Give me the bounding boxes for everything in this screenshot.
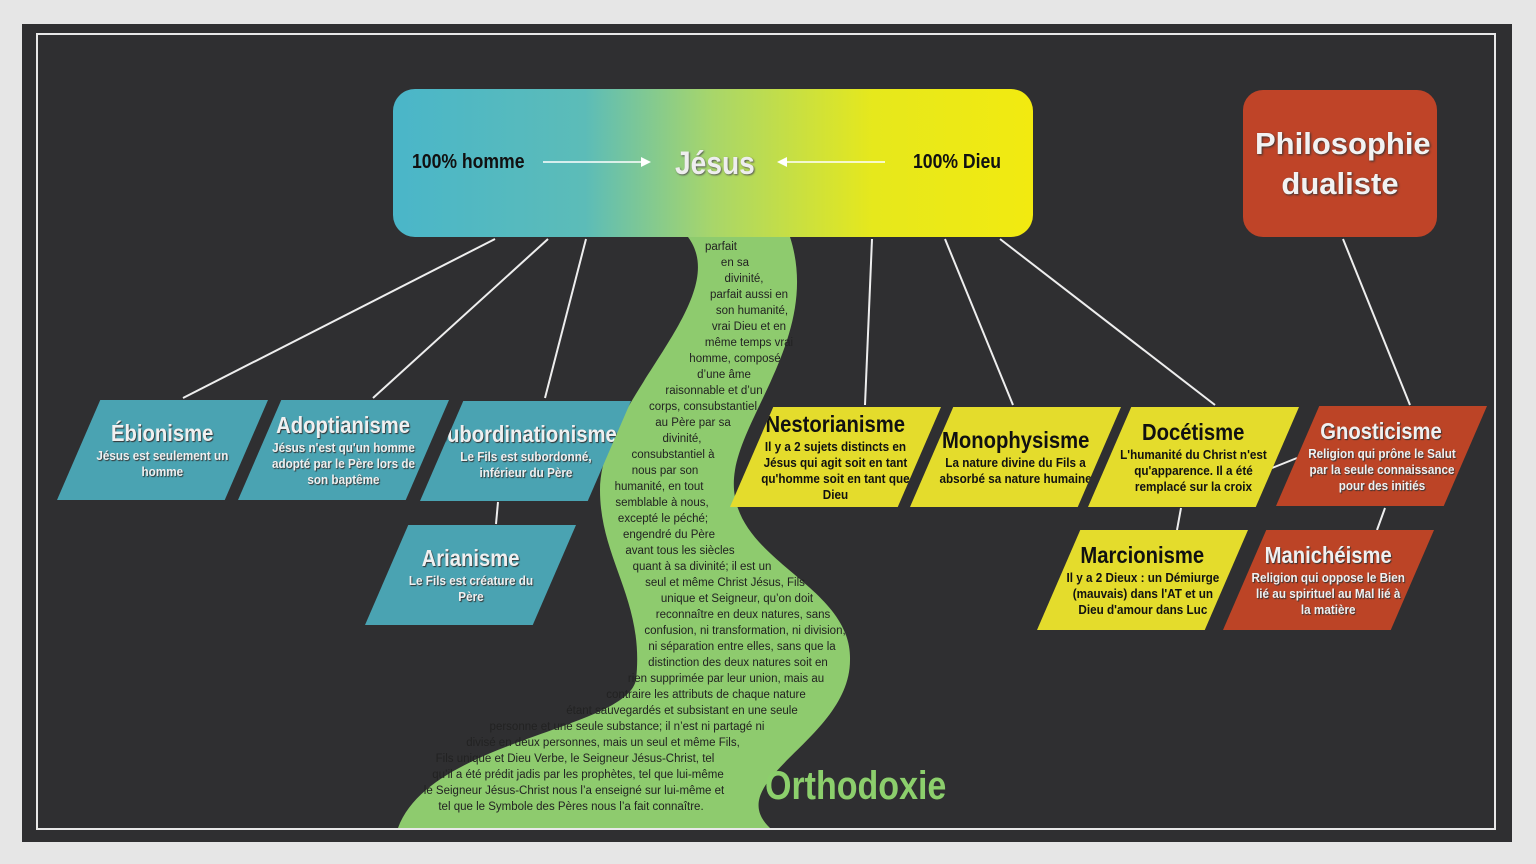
orthodoxy-text-line: humanité, en tout	[614, 481, 704, 493]
marcionisme-title: Marcionisme	[1080, 542, 1205, 568]
docetisme-title: Docétisme	[1142, 419, 1245, 445]
description-line: Il y a 2 Dieux : un Démiurge	[1066, 570, 1219, 585]
orthodoxy-ribbon	[398, 237, 851, 828]
label-100-dieu: 100% Dieu	[913, 151, 1002, 173]
orthodoxy-text-line: unique et Seigneur, qu’on doit	[660, 593, 814, 605]
jesus-title-box: 100% homme Jésus 100% Dieu	[393, 89, 1033, 237]
orthodoxy-text-line: divisé en deux personnes, mais un seul e…	[466, 737, 740, 749]
description-line: Jésus n'est qu'un homme	[272, 440, 415, 455]
philosophie-dualiste-box: Philosophie dualiste	[1243, 90, 1437, 237]
description-line: La nature divine du Fils a	[945, 455, 1086, 470]
orthodoxy-text-line: contraire les attributs de chaque nature	[606, 689, 806, 701]
orthodoxy-text-line: son humanité,	[715, 305, 789, 317]
orthodoxy-text-line: le Seigneur Jésus-Christ nous l’a enseig…	[423, 785, 725, 797]
orthodoxy-text-line: divinité,	[724, 273, 764, 285]
description-line: Le Fils est créature du	[408, 573, 533, 588]
description-line: Il y a 2 sujets distincts en	[764, 439, 907, 454]
arianisme-title: Arianisme	[421, 545, 520, 571]
orthodoxy-text-line: Fils unique et Dieu Verbe, le Seigneur J…	[435, 753, 715, 765]
orthodoxy-text-line: en sa	[720, 257, 750, 269]
description-line: lié au spirituel au Mal lié à	[1256, 586, 1401, 601]
description-line: L'humanité du Christ n'est	[1120, 447, 1267, 462]
description-line: pour des initiés	[1338, 478, 1425, 493]
description-line: qu'apparence. Il a été	[1134, 463, 1253, 478]
orthodoxy-text-line: au Père par sa	[655, 417, 731, 429]
description-line: homme	[141, 464, 184, 479]
orthodoxy-text-line: engendré du Père	[622, 529, 716, 541]
orthodoxy-text-line: corps, consubstantiel	[648, 401, 758, 413]
adoptianisme-title: Adoptianisme	[276, 412, 411, 438]
description-line: qu'homme soit en tant que	[761, 471, 910, 486]
orthodoxy-text-line: quant à sa divinité; il est un	[632, 561, 772, 573]
orthodoxy-text-line: nous par son	[631, 465, 699, 477]
description-line: Jésus est seulement un	[96, 448, 229, 463]
orthodoxy-text-line: qu’il a été prédit jadis par les prophèt…	[432, 769, 724, 781]
orthodoxy-text-line: rien supprimée par leur union, mais au	[627, 673, 825, 685]
description-line: Religion qui oppose le Bien	[1251, 570, 1406, 585]
orthodoxy-text-line: d’une âme	[697, 369, 751, 381]
orthodoxy-text-line: raisonnable et d’un	[665, 385, 763, 397]
orthodoxy-text-line: personne et une seule substance; il n’es…	[489, 721, 765, 733]
orthodoxy-text-line: reconnaître en deux natures, sans	[655, 609, 831, 621]
description-line: remplacé sur la croix	[1134, 479, 1253, 494]
arrow-right-icon	[543, 157, 651, 167]
jesus-label: Jésus	[675, 145, 755, 181]
ebionisme-title: Ébionisme	[111, 420, 214, 446]
gnosticisme-title: Gnosticisme	[1320, 418, 1443, 444]
description-line: Le Fils est subordonné,	[459, 449, 592, 464]
orthodoxy-text-line: même temps vrai	[704, 337, 794, 349]
orthodoxy-text-line: distinction des deux natures soit en	[648, 657, 828, 669]
subordinationisme-description: Le Fils est subordonné,inférieur du Père	[460, 449, 591, 481]
nestorianisme-title: Nestorianisme	[765, 411, 906, 437]
orthodoxy-text-line: parfait	[705, 241, 737, 253]
orthodoxy-text-line: étant sauvegardés et subsistant en une s…	[566, 705, 798, 717]
description-line: Père	[457, 589, 484, 604]
arrow-left-icon	[777, 157, 885, 167]
description-line: adopté par le Père lors de	[271, 456, 416, 471]
description-line: absorbé sa nature humaine	[939, 471, 1092, 486]
orthodoxy-text-line: ni séparation entre elles, sans que la	[648, 641, 836, 653]
orthodoxy-text-line: confusion, ni transformation, ni divisio…	[644, 625, 846, 637]
description-line: Dieu	[822, 487, 849, 502]
orthodoxy-text-line: seul et même Christ Jésus, Fils	[645, 577, 805, 589]
orthodoxy-text-line: parfait aussi en	[710, 289, 788, 301]
description-line: la matière	[1301, 602, 1356, 617]
orthodoxy-text-line: homme, composé	[689, 353, 781, 365]
connector-lines	[182, 238, 1411, 531]
manicheisme-title: Manichéisme	[1264, 542, 1393, 568]
orthodoxy-text-line: consubstantiel à	[631, 449, 715, 461]
orthodoxy-text-line: excepté le péché;	[617, 513, 709, 525]
orthodoxy-text-line: tel que le Symbole des Pères nous l’a fa…	[438, 801, 704, 813]
description-line: inférieur du Père	[479, 465, 572, 480]
orthodoxy-text-line: avant tous les siècles	[625, 545, 735, 557]
label-100-homme: 100% homme	[412, 151, 525, 173]
orthodoxy-text-line: semblable à nous,	[615, 497, 709, 509]
description-line: par la seule connaissance	[1308, 462, 1455, 477]
orthodoxy-text-line: divinité,	[662, 433, 702, 445]
description-line: Dieu d'amour dans Luc	[1078, 602, 1207, 617]
description-line: (mauvais) dans l'AT et un	[1072, 586, 1213, 601]
chalk-frame	[36, 33, 1496, 830]
orthodoxie-label: Orthodoxie	[765, 764, 947, 808]
description-line: Religion qui prône le Salut	[1307, 446, 1456, 461]
orthodoxy-text-line: vrai Dieu et en	[711, 321, 787, 333]
marcionisme-description: Il y a 2 Dieux : un Démiurge(mauvais) da…	[1066, 570, 1219, 618]
description-line: son baptême	[307, 472, 380, 487]
subordinationisme-title: Subordinationisme	[433, 421, 618, 447]
description-line: Jésus qui agit soit en tant	[763, 455, 908, 470]
monophysisme-title: Monophysisme	[941, 427, 1090, 453]
